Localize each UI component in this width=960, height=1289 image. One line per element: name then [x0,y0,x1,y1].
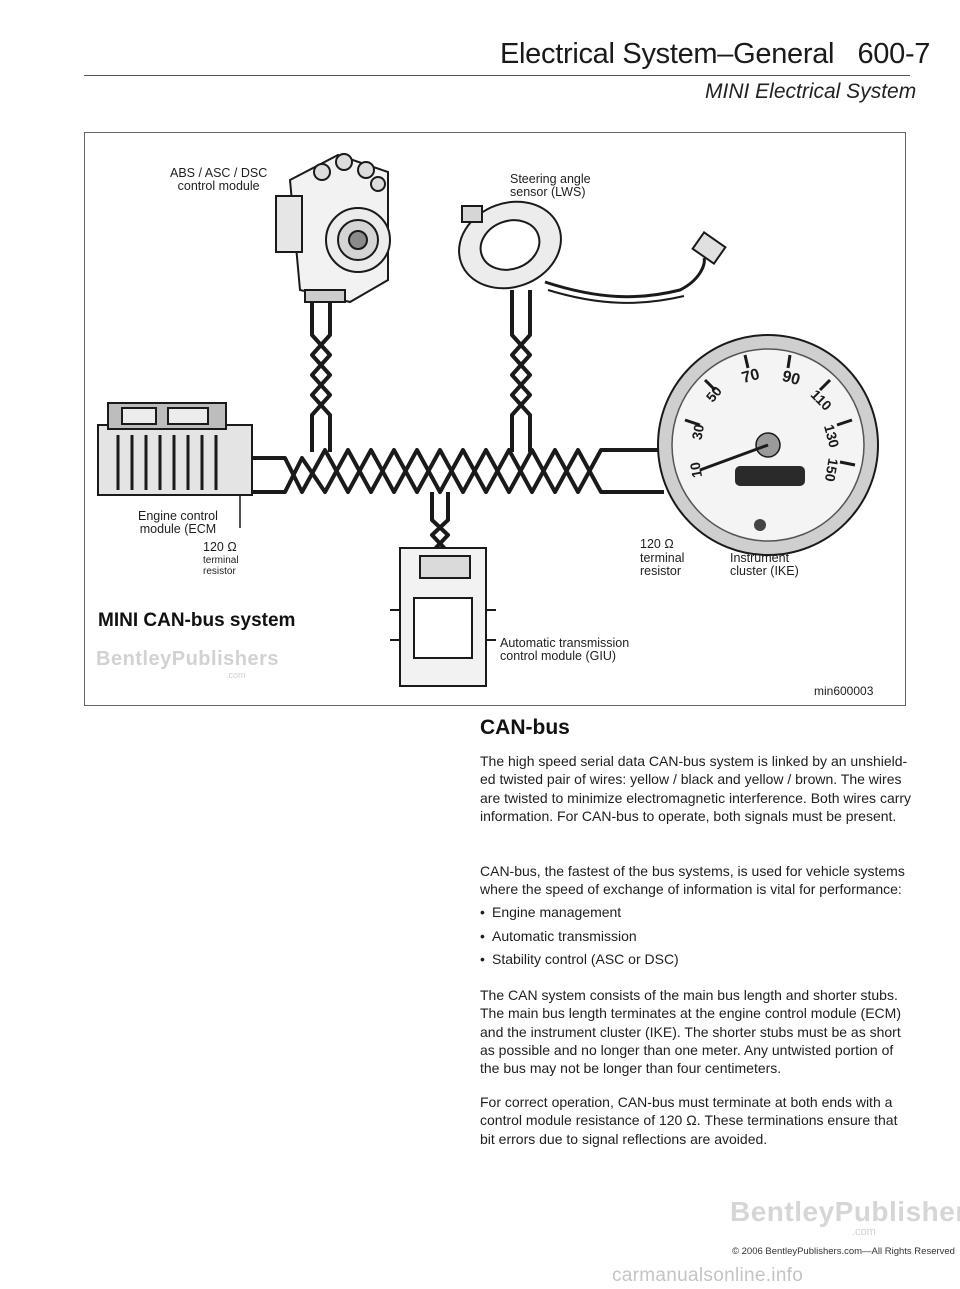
paragraph-2: CAN-bus, the fastest of the bus systems,… [480,863,905,898]
list-item: Stability control (ASC or DSC) [480,950,912,974]
ecm-drawing [97,402,253,528]
footer-site-watermark: carmanualsonline.info [612,1265,804,1286]
page-header-title: Electrical System–General 600-7 [500,38,931,70]
instrument-cluster-label: Instrument cluster (IKE) [730,551,799,578]
bullet-list: Engine management Automatic transmission… [480,903,912,974]
gauge-number: 30 [688,422,708,442]
figure-watermark: BentleyPublishers [96,648,280,670]
footer-copyright: © 2006 BentleyPublishers.com—All Rights … [732,1246,955,1257]
resistor-right-label: terminal resistor [640,551,685,578]
footer-watermark: BentleyPublishers [730,1196,960,1227]
can-bus-diagram [97,153,879,687]
list-item: Engine management [480,903,912,927]
main-bus-wires [252,448,664,494]
paragraph-1: The high speed serial data CAN-bus syste… [480,753,912,824]
figure-watermark-com: .com [226,670,246,680]
section-heading: CAN-bus [480,716,570,739]
paragraph-4: For correct operation, CAN-bus must term… [480,1094,898,1147]
footer-watermark-com: .com [852,1226,876,1238]
steering-stub-wires [510,290,532,452]
transmission-module-label: Automatic transmission control module (G… [500,636,630,663]
transmission-module-drawing [390,547,496,687]
main-bus-wire-a [252,448,664,494]
resistor-left-value: 120 Ω [203,540,237,554]
abs-stub-wires [310,300,332,452]
gauge-number: 10 [686,460,706,480]
page-header-subtitle: MINI Electrical System [705,80,917,103]
main-bus-wire-b [252,448,664,494]
header-divider [84,75,910,76]
can-bus-diagram-frame [84,132,906,706]
gauge-ticks [684,354,856,467]
abs-module-drawing [275,153,391,304]
paragraph-3: The CAN system consists of the main bus … [480,987,901,1077]
ecm-label: Engine control module (ECM [138,509,218,536]
steering-sensor-label: Steering angle sensor (LWS) [510,172,591,199]
list-item: Automatic transmission [480,927,912,951]
abs-module-label: ABS / ASC / DSC control module [170,166,268,193]
figure-title: MINI CAN-bus system [98,610,296,631]
steering-sensor-drawing [458,200,727,304]
instrument-cluster-drawing [657,334,879,556]
resistor-right-value: 120 Ω [640,537,674,551]
resistor-left-label: terminal resistor [203,555,239,577]
ecm-fins [116,435,218,490]
figure-id: min600003 [814,684,874,698]
